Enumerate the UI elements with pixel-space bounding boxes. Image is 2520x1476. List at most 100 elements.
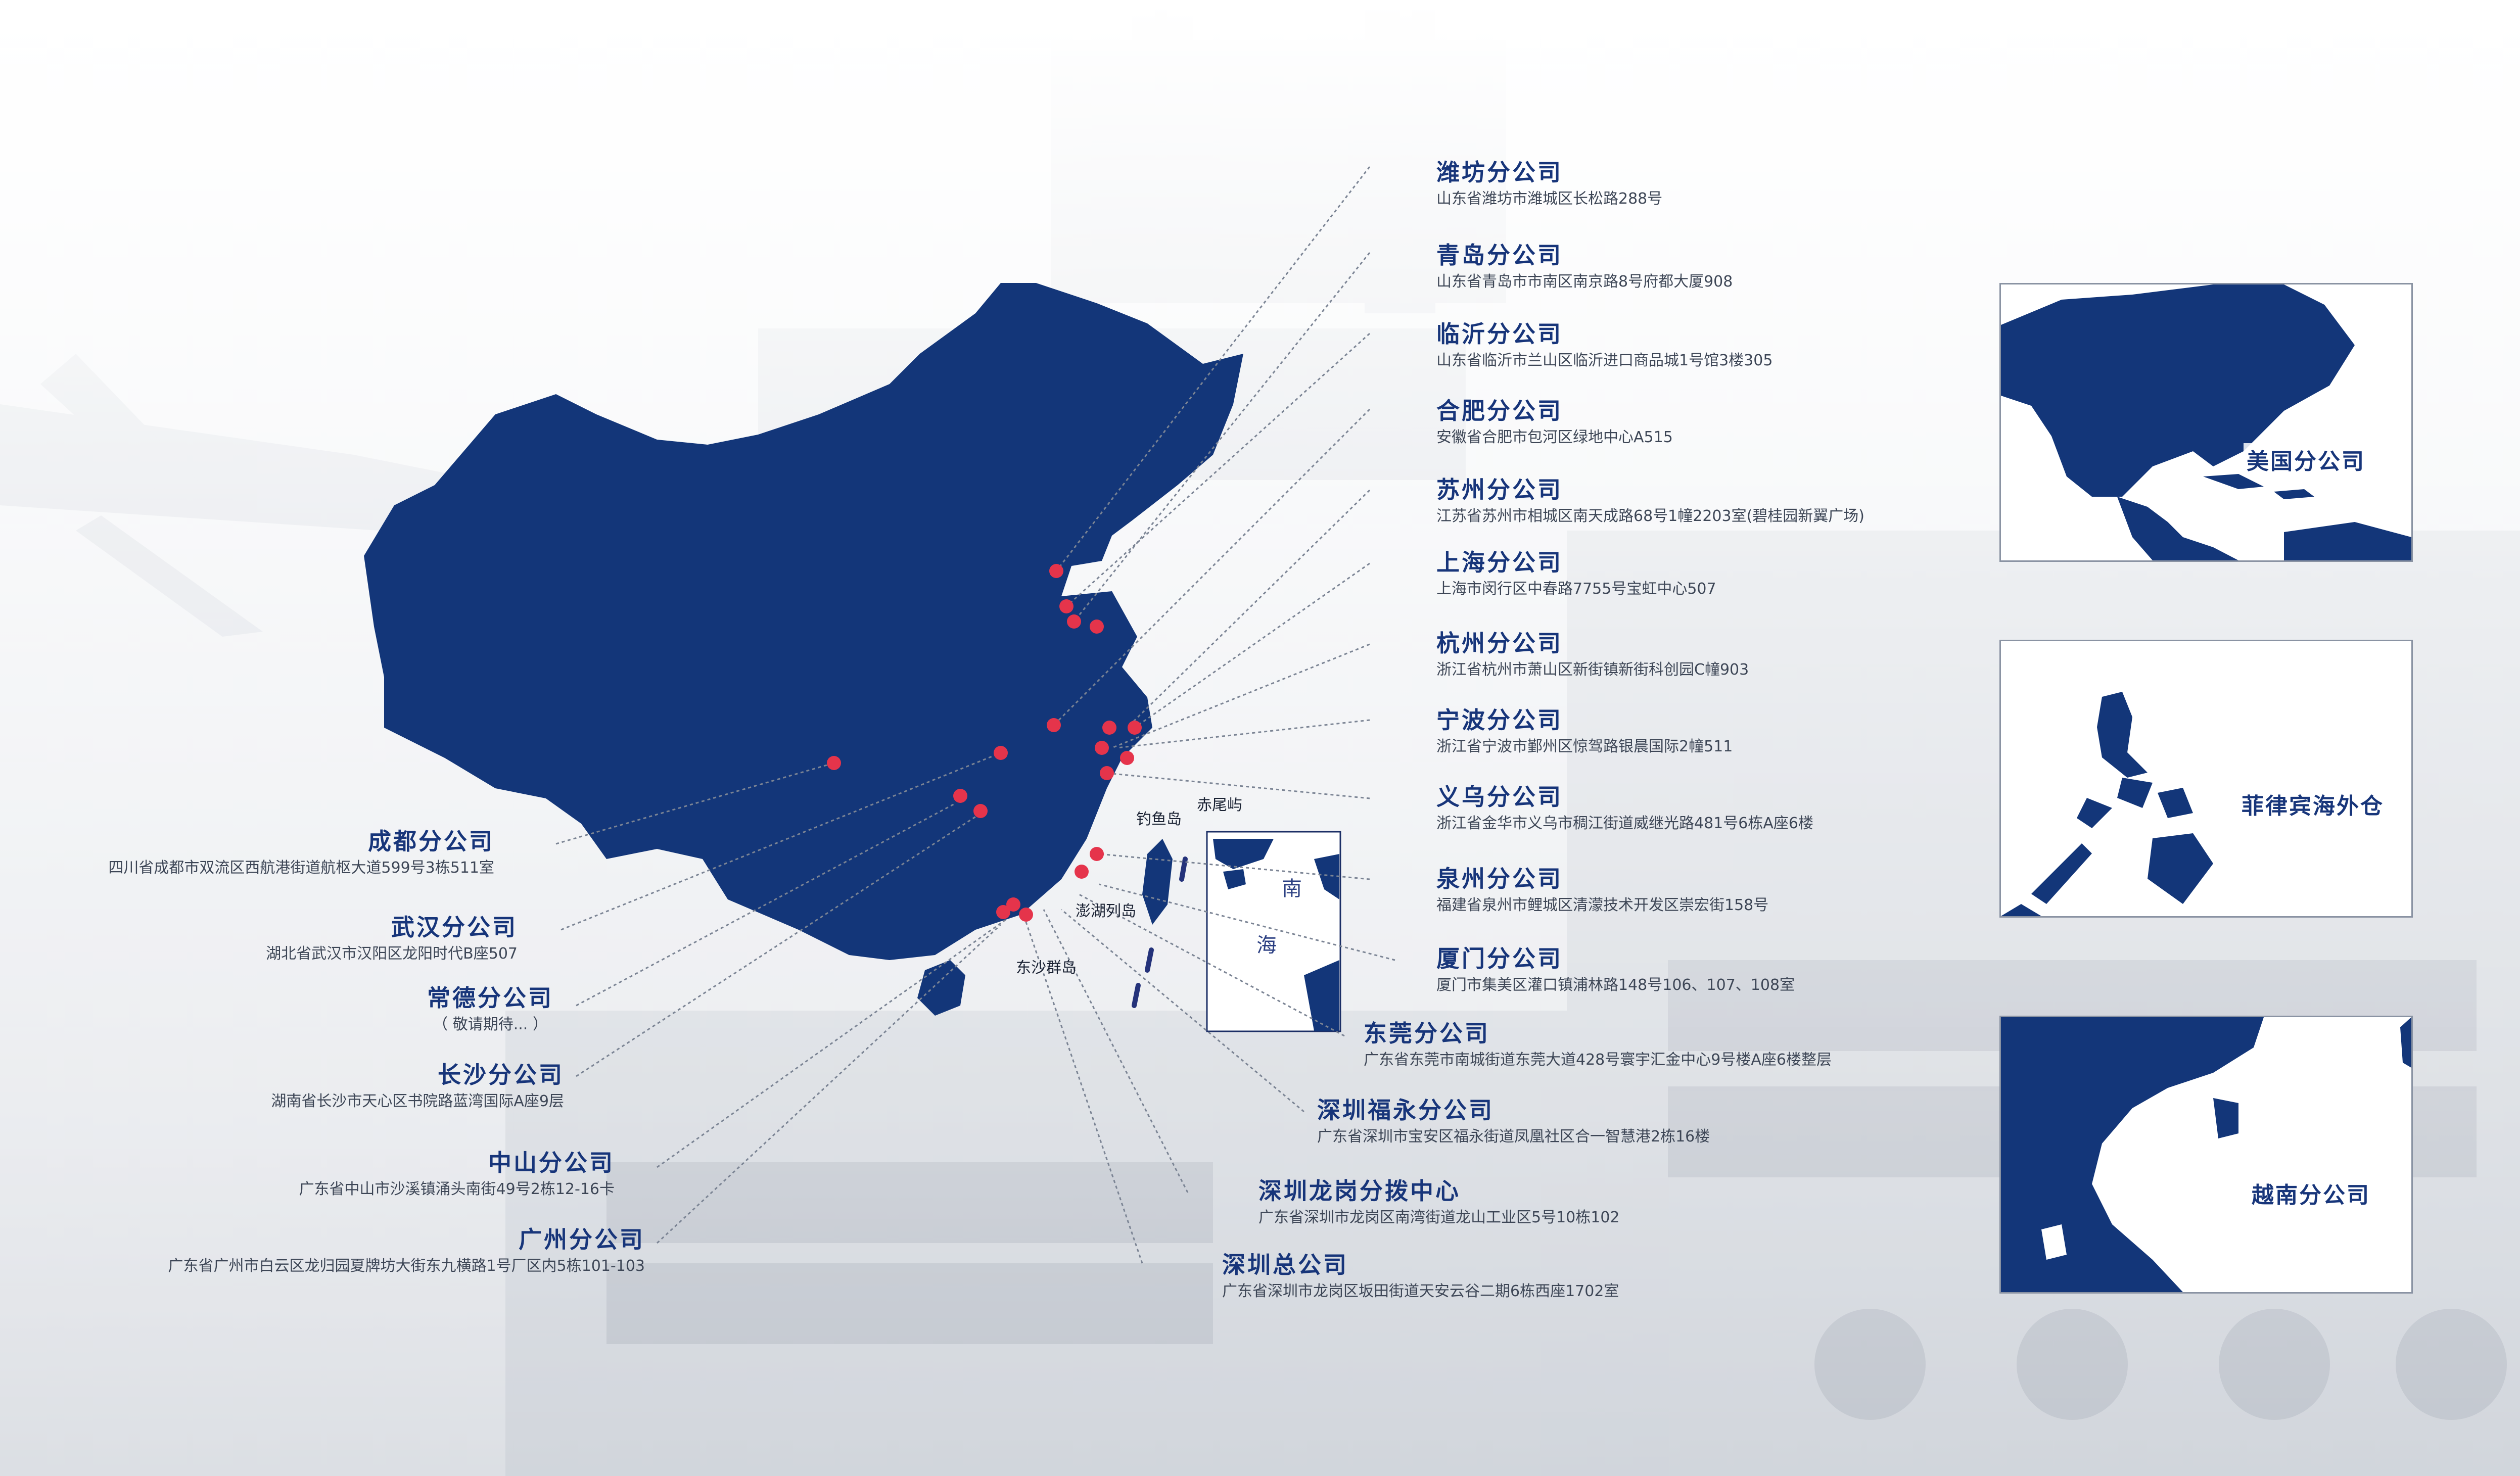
branch-address: 浙江省杭州市萧山区新街镇新街科创园C幢903 [1436, 661, 1749, 679]
branch-name: 合肥分公司 [1436, 397, 1563, 424]
branch-name: 宁波分公司 [1436, 706, 1563, 734]
marker-changsha [953, 789, 967, 803]
branch-address: 四川省成都市双流区西航港街道航枢大道599号3栋511室 [108, 859, 494, 877]
branch-name: 潍坊分公司 [1436, 159, 1563, 186]
branch-address: 上海市闵行区中春路7755号宝虹中心507 [1436, 580, 1716, 598]
marker-shenzhen [1019, 908, 1033, 922]
branch-markers [827, 564, 1142, 922]
branch-quanzhou: 泉州分公司 福建省泉州市鲤城区清濛技术开发区崇宏街158号 [1436, 864, 1768, 917]
branch-ningbo: 宁波分公司 浙江省宁波市鄞州区惊驾路银晨国际2幢511 [1436, 705, 1733, 758]
label-nan: 南 [1282, 877, 1302, 900]
marker-quanzhou [1090, 847, 1104, 861]
branch-weifang: 潍坊分公司 山东省潍坊市潍城区长松路288号 [1436, 158, 1662, 210]
branch-shenzhen-hq: 深圳总公司 广东省深圳市龙岗区坂田街道天安云谷二期6栋西座1702室 [1222, 1250, 1619, 1303]
marker-suzhou [1102, 721, 1116, 735]
branch-address: 湖南省长沙市天心区书院路蓝湾国际A座9层 [271, 1092, 564, 1110]
marker-yiwu [1100, 766, 1114, 780]
branch-hefei: 合肥分公司 安徽省合肥市包河区绿地中心A515 [1436, 396, 1673, 449]
branch-name: 深圳总公司 [1222, 1251, 1348, 1278]
branch-address: 广东省深圳市宝安区福永街道凤凰社区合一智慧港2栋16楼 [1317, 1128, 1710, 1146]
branch-linyi: 临沂分公司 山东省临沂市兰山区临沂进口商品城1号馆3楼305 [1436, 319, 1772, 372]
hainan-island [917, 960, 965, 1016]
china-mainland [364, 283, 1243, 960]
marker-qingdao [1067, 614, 1081, 629]
branch-shanghai: 上海分公司 上海市闵行区中春路7755号宝虹中心507 [1436, 548, 1716, 600]
branch-wuhan: 武汉分公司 湖北省武汉市汉阳区龙阳时代B座507 [266, 913, 518, 965]
branch-address: 浙江省金华市义乌市稠江街道威继光路481号6栋A座6楼 [1436, 815, 1813, 832]
branch-address: 广东省深圳市龙岗区坂田街道天安云谷二期6栋西座1702室 [1222, 1282, 1619, 1300]
marker-weifang [1049, 564, 1063, 578]
branch-name: 杭州分公司 [1436, 630, 1563, 657]
taiwan-island [1142, 839, 1173, 925]
label-diaoyu: 钓鱼岛 [1136, 811, 1182, 828]
inset-philippines: 菲律宾海外仓 [1999, 640, 2413, 918]
marker-linyi [1059, 599, 1074, 613]
branch-name: 深圳龙岗分拨中心 [1258, 1177, 1461, 1205]
label-penghu: 澎湖列岛 [1076, 902, 1136, 920]
label-dongsha: 东沙群岛 [1016, 959, 1077, 977]
branch-address: 广东省广州市白云区龙归园夏牌坊大街东九横路1号厂区内5栋101-103 [168, 1257, 645, 1275]
branch-address: 山东省潍坊市潍城区长松路288号 [1436, 190, 1663, 208]
branch-name: 广州分公司 [519, 1226, 645, 1253]
branch-name: 厦门分公司 [1436, 945, 1563, 972]
branch-name: 苏州分公司 [1436, 476, 1563, 503]
marker-hefei [1047, 718, 1061, 732]
marker-xiamen [1075, 865, 1089, 879]
marker-dongguan [1006, 897, 1020, 912]
branch-name: 常德分公司 [427, 984, 553, 1012]
philippines-label: 菲律宾海外仓 [2238, 788, 2387, 820]
branch-name: 临沂分公司 [1436, 320, 1563, 348]
branch-name: 青岛分公司 [1436, 242, 1563, 269]
branch-changsha: 长沙分公司 湖南省长沙市天心区书院路蓝湾国际A座9层 [271, 1060, 564, 1113]
branch-name: 泉州分公司 [1436, 865, 1563, 892]
branch-zhongshan: 中山分公司 广东省中山市沙溪镇涌头南街49号2栋12-16卡 [299, 1148, 615, 1201]
marker-shandong [1090, 620, 1104, 634]
branch-suzhou: 苏州分公司 江苏省苏州市相城区南天成路68号1幢2203室(碧桂园新翼广场) [1436, 475, 1864, 528]
branch-name: 东莞分公司 [1364, 1020, 1490, 1047]
branch-address: （ 敬请期待... ） [433, 1016, 548, 1033]
branch-shenzhen-fuyong: 深圳福永分公司 广东省深圳市宝安区福永街道凤凰社区合一智慧港2栋16楼 [1317, 1096, 1710, 1148]
marker-ningbo [1120, 751, 1134, 765]
branch-name: 武汉分公司 [391, 914, 518, 941]
inset-usa: 美国分公司 [1999, 283, 2413, 562]
branch-dongguan: 东莞分公司 广东省东莞市南城街道东莞大道428号寰宇汇金中心9号楼A座6楼整层 [1364, 1019, 1832, 1071]
branch-name: 义乌分公司 [1436, 783, 1563, 811]
usa-label: 美国分公司 [2244, 443, 2368, 475]
branch-address: 山东省青岛市市南区南京路8号府都大厦908 [1436, 273, 1733, 291]
marker-wuhan [994, 746, 1008, 760]
branch-address: 湖北省武汉市汉阳区龙阳时代B座507 [266, 945, 518, 963]
marker-changde [973, 804, 988, 818]
marker-chengdu [827, 756, 841, 770]
marker-shanghai [1128, 721, 1142, 735]
branch-xiamen: 厦门分公司 厦门市集美区灌口镇浦林路148号106、107、108室 [1436, 944, 1795, 996]
branch-address: 广东省深圳市龙岗区南湾街道龙山工业区5号10栋102 [1258, 1209, 1620, 1226]
branch-guangzhou: 广州分公司 广东省广州市白云区龙归园夏牌坊大街东九横路1号厂区内5栋101-10… [168, 1225, 645, 1277]
branch-address: 浙江省宁波市鄞州区惊驾路银晨国际2幢511 [1436, 738, 1733, 755]
branch-shenzhen-longgang: 深圳龙岗分拨中心 广东省深圳市龙岗区南湾街道龙山工业区5号10栋102 [1258, 1176, 1620, 1229]
branch-name: 上海分公司 [1436, 549, 1563, 576]
vietnam-label: 越南分公司 [2249, 1177, 2373, 1209]
branch-changde: 常德分公司 （ 敬请期待... ） [414, 983, 566, 1036]
branch-address: 安徽省合肥市包河区绿地中心A515 [1436, 428, 1673, 446]
marker-hangzhou [1095, 741, 1109, 755]
branch-name: 长沙分公司 [438, 1061, 564, 1088]
branch-address: 福建省泉州市鲤城区清濛技术开发区崇宏街158号 [1436, 896, 1769, 914]
branch-name: 成都分公司 [368, 828, 494, 855]
branch-address: 广东省东莞市南城街道东莞大道428号寰宇汇金中心9号楼A座6楼整层 [1364, 1051, 1832, 1069]
branch-chengdu: 成都分公司 四川省成都市双流区西航港街道航枢大道599号3栋511室 [108, 827, 494, 879]
branch-address: 广东省中山市沙溪镇涌头南街49号2栋12-16卡 [299, 1180, 615, 1198]
branch-qingdao: 青岛分公司 山东省青岛市市南区南京路8号府都大厦908 [1436, 241, 1733, 293]
branch-name: 中山分公司 [488, 1149, 615, 1176]
leader-lines [555, 166, 1395, 1264]
branch-name: 深圳福永分公司 [1317, 1097, 1494, 1124]
branch-yiwu: 义乌分公司 浙江省金华市义乌市稠江街道威继光路481号6栋A座6楼 [1436, 782, 1813, 835]
branch-address: 江苏省苏州市相城区南天成路68号1幢2203室(碧桂园新翼广场) [1436, 507, 1865, 525]
branch-address: 厦门市集美区灌口镇浦林路148号106、107、108室 [1436, 976, 1795, 994]
marker-guangzhou [996, 905, 1010, 919]
label-chiwei: 赤尾屿 [1197, 796, 1242, 814]
branch-address: 山东省临沂市兰山区临沂进口商品城1号馆3楼305 [1436, 352, 1773, 369]
inset-vietnam: 越南分公司 [1999, 1016, 2413, 1294]
label-hai: 海 [1256, 934, 1277, 957]
branch-hangzhou: 杭州分公司 浙江省杭州市萧山区新街镇新街科创园C幢903 [1436, 629, 1749, 681]
